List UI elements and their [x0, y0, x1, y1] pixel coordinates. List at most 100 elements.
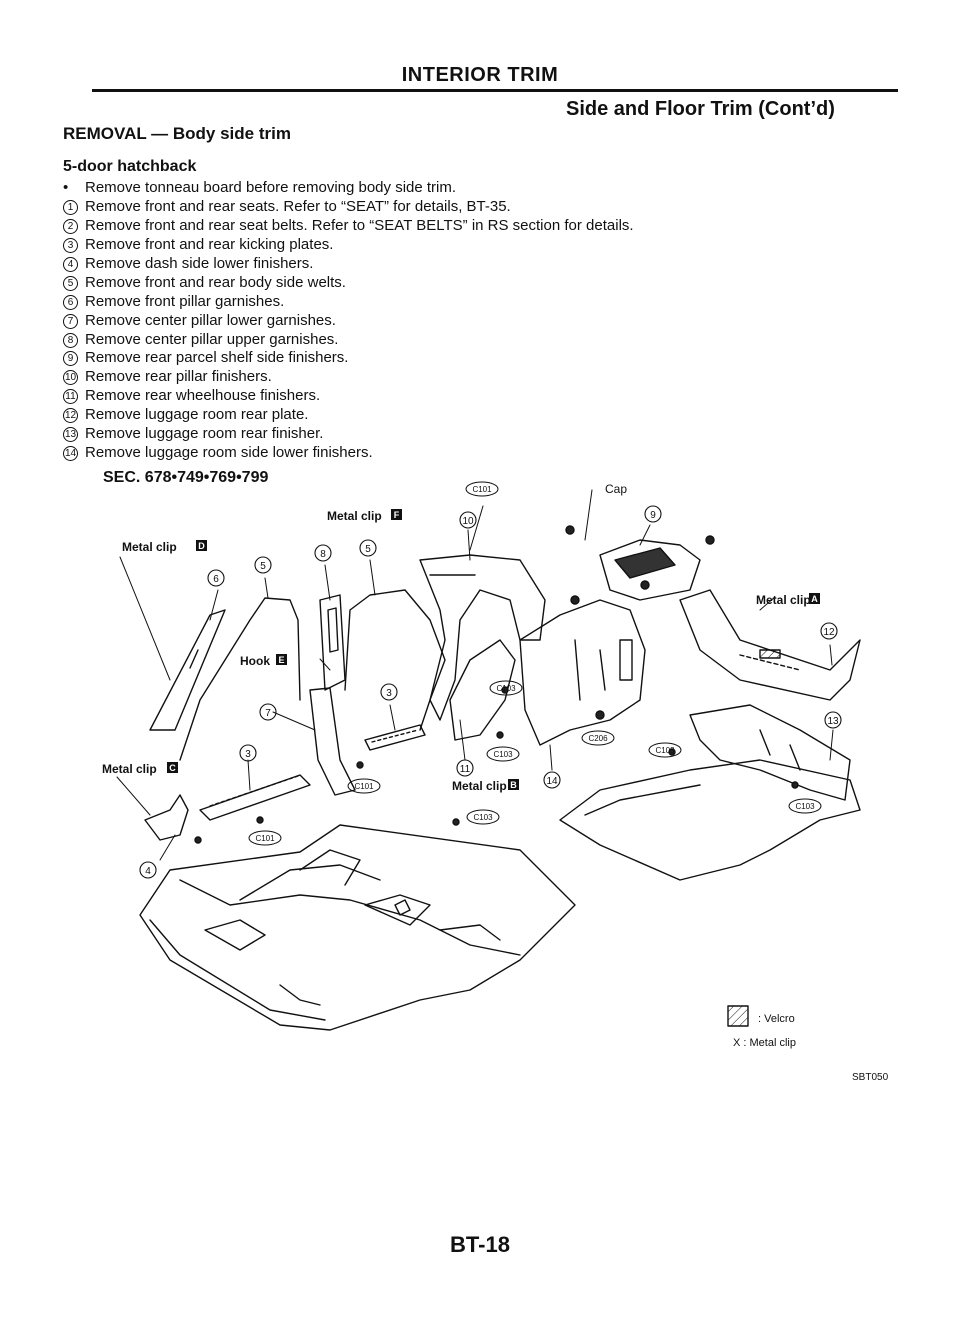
step-number: 14	[63, 446, 78, 462]
step-number: 2	[63, 218, 78, 234]
callout-6: 6	[207, 569, 225, 587]
legend-velcro: : Velcro	[758, 1013, 795, 1025]
clip-code-c103: C103	[486, 746, 520, 762]
step-item: 11 Remove rear wheelhouse finishers.	[63, 387, 634, 406]
clip-code-c101: C101	[347, 778, 381, 794]
svg-text:B: B	[510, 780, 517, 790]
callout-5: 5	[254, 556, 272, 574]
svg-text:C101: C101	[472, 485, 492, 494]
rear-body-side-welt	[344, 589, 446, 731]
callout-5: 5	[359, 539, 377, 557]
svg-text:D: D	[198, 541, 205, 551]
step-text: Remove front and rear seats. Refer to “S…	[85, 197, 511, 215]
svg-text:E: E	[278, 655, 284, 665]
svg-text:A: A	[811, 594, 818, 604]
label-hook-e: Hook	[240, 654, 270, 668]
callout-11: 11	[456, 759, 474, 777]
step-item: •Remove tonneau board before removing bo…	[63, 179, 634, 198]
svg-text:3: 3	[386, 688, 392, 699]
step-text: Remove front and rear body side welts.	[85, 273, 346, 291]
floor-carpet	[139, 824, 576, 1031]
step-item: 3 Remove front and rear kicking plates.	[63, 236, 634, 255]
label-metal-clip-f: Metal clip	[327, 509, 382, 523]
step-text: Remove luggage room rear finisher.	[85, 425, 324, 443]
step-item: 9 Remove rear parcel shelf side finishers…	[63, 349, 634, 368]
svg-text:5: 5	[260, 561, 266, 572]
step-number: 5	[63, 275, 78, 291]
step-text: Remove tonneau board before removing bod…	[85, 179, 457, 196]
clip-codes: C101 C101 C101 C103 C103 C103 C103 C103 …	[248, 481, 822, 846]
step-item: 6 Remove front pillar garnishes.	[63, 293, 634, 312]
callout-8: 8	[314, 544, 332, 562]
rear-kicking-plate	[364, 724, 426, 751]
step-number: 7	[63, 313, 78, 329]
diagram-labels: Metal clip F Metal clip D Metal clip A M…	[102, 482, 889, 1083]
clip-code-c206: C206	[581, 730, 615, 746]
step-number: 9	[63, 351, 78, 367]
svg-text:4: 4	[145, 866, 151, 877]
svg-text:C103: C103	[655, 746, 675, 755]
page-title: INTERIOR TRIM	[401, 64, 559, 86]
rear-pillar-finisher	[419, 554, 546, 721]
svg-text:11: 11	[460, 764, 471, 775]
callout-12: 12	[820, 622, 838, 640]
front-kicking-plate	[199, 774, 311, 821]
svg-text:C: C	[169, 763, 176, 773]
clip-code-c103: C103	[648, 742, 682, 758]
callout-markers: 10 9 8 5 6 5 12 3 7 3 13 11 14 4	[139, 505, 842, 879]
step-number: 1	[63, 199, 78, 215]
dash-side-lower-finisher	[144, 794, 189, 841]
svg-text:F: F	[394, 510, 400, 520]
rear-parcel-shelf-side-finisher	[599, 539, 701, 601]
step-item: 5 Remove front and rear body side welts.	[63, 274, 634, 293]
label-cap: Cap	[605, 482, 627, 496]
step-text: Remove front pillar garnishes.	[85, 292, 285, 310]
step-number: 3	[63, 237, 78, 253]
step-text: Remove front and rear kicking plates.	[85, 235, 334, 253]
callout-3: 3	[380, 683, 398, 701]
svg-text:8: 8	[320, 549, 326, 560]
step-number: 12	[63, 408, 78, 424]
step-text: Remove rear parcel shelf side finishers.	[85, 349, 349, 367]
step-number: 6	[63, 294, 78, 310]
section-title: REMOVAL — Body side trim	[63, 124, 291, 143]
front-body-side-welt	[179, 597, 301, 761]
clip-code-c103: C103	[466, 809, 500, 825]
step-number: 4	[63, 256, 78, 272]
step-text: Remove luggage room rear plate.	[85, 406, 309, 424]
svg-text:C206: C206	[588, 734, 608, 743]
luggage-side-lower-finisher	[519, 599, 646, 746]
clip-code-c103: C103	[788, 798, 822, 814]
svg-text:C101: C101	[255, 834, 275, 843]
clip-code-c103: C103	[489, 680, 523, 696]
step-text: Remove rear wheelhouse finishers.	[85, 387, 321, 405]
svg-text:14: 14	[546, 776, 558, 787]
step-text: Remove dash side lower finishers.	[85, 254, 314, 272]
callout-13: 13	[824, 711, 842, 729]
svg-text:5: 5	[365, 544, 371, 555]
front-pillar-garnish	[149, 609, 226, 731]
rear-wheelhouse-finisher	[449, 639, 516, 741]
removal-steps: •Remove tonneau board before removing bo…	[63, 179, 634, 463]
subsection-title: 5-door hatchback	[63, 158, 197, 175]
step-item: 1 Remove front and rear seats. Refer to “…	[63, 198, 634, 217]
svg-text:C101: C101	[354, 782, 374, 791]
center-pillar-upper-garnish	[319, 594, 346, 691]
luggage-room-rear-plate	[679, 589, 861, 701]
svg-text:10: 10	[462, 516, 474, 527]
clip-code-c101: C101	[248, 830, 282, 846]
svg-text:C103: C103	[493, 750, 513, 759]
callout-9: 9	[644, 505, 662, 523]
step-text: Remove center pillar upper garnishes.	[85, 330, 339, 348]
svg-text:C103: C103	[496, 684, 516, 693]
callout-leaders	[116, 489, 834, 861]
luggage-floor-mat	[559, 759, 861, 881]
header-rule	[92, 89, 898, 92]
step-number: 11	[63, 389, 78, 405]
callout-7: 7	[259, 703, 277, 721]
